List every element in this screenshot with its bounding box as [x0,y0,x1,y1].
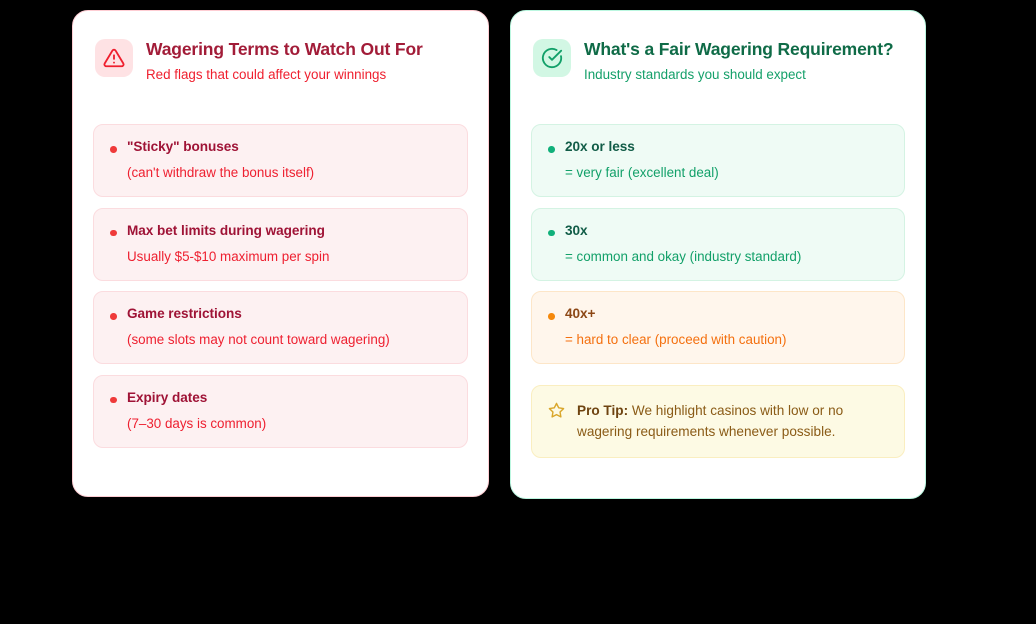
list-item[interactable]: 40x+ = hard to clear (proceed with cauti… [531,291,905,364]
check-circle-icon [533,39,571,77]
pro-tip-text: Pro Tip: We highlight casinos with low o… [577,400,877,442]
list-item-desc: = very fair (excellent deal) [565,165,719,180]
list-item-desc: = common and okay (industry standard) [565,248,802,264]
list-item[interactable]: 30x = common and okay (industry standard… [531,207,905,281]
pro-tip-callout: Pro Tip: We highlight casinos with low o… [531,385,905,458]
fair-wagering-card: What's a Fair Wagering Requirement? Indu… [510,10,926,499]
card-header-text: What's a Fair Wagering Requirement? Indu… [584,37,894,84]
card-header-text: Wagering Terms to Watch Out For Red flag… [146,37,423,84]
list-item-desc: Usually $5-$10 maximum per spin [127,248,330,264]
card-header: What's a Fair Wagering Requirement? Indu… [531,37,905,84]
list-item[interactable]: "Sticky" bonuses (can't withdraw the bon… [93,124,468,197]
list-item-title: Expiry dates [127,389,208,405]
card-subtitle: Red flags that could affect your winning… [146,67,387,82]
list-item-title: 30x [565,222,588,238]
bullet-dot-icon [110,313,117,320]
pro-tip-label: Pro Tip: [577,403,629,418]
list-item-title: Max bet limits during wagering [127,222,325,238]
bullet-dot-icon [548,313,555,320]
wagering-warnings-card: Wagering Terms to Watch Out For Red flag… [72,10,489,497]
list-item-title: Game restrictions [127,306,242,321]
bullet-dot-icon [110,396,117,403]
pro-tip-body: We highlight casinos with low or no wage… [577,403,844,439]
bullet-dot-icon [548,229,555,236]
list-item-desc: (some slots may not count toward wagerin… [127,332,390,347]
star-icon [548,402,565,424]
list-item[interactable]: Game restrictions (some slots may not co… [93,291,468,364]
bullet-dot-icon [548,146,555,153]
card-subtitle: Industry standards you should expect [584,67,806,82]
list-item-desc: (can't withdraw the bonus itself) [127,165,315,180]
list-item[interactable]: 20x or less = very fair (excellent deal) [531,124,905,197]
card-title: What's a Fair Wagering Requirement? [584,39,894,59]
warning-list: "Sticky" bonuses (can't withdraw the bon… [93,124,468,448]
alert-triangle-icon [95,39,133,77]
list-item-title: 20x or less [565,139,635,154]
list-item[interactable]: Expiry dates (7–30 days is common) [93,374,468,448]
page-title: Wagering Terms to Watch Out For [146,39,423,59]
list-item[interactable]: Max bet limits during wagering Usually $… [93,207,468,281]
list-item-title: 40x+ [565,306,596,321]
list-item-desc: (7–30 days is common) [127,415,267,431]
bullet-dot-icon [110,229,117,236]
list-item-desc: = hard to clear (proceed with caution) [565,332,787,347]
list-item-title: "Sticky" bonuses [127,139,239,154]
card-header: Wagering Terms to Watch Out For Red flag… [93,37,468,84]
bullet-dot-icon [110,146,117,153]
standards-list: 20x or less = very fair (excellent deal)… [531,124,905,364]
